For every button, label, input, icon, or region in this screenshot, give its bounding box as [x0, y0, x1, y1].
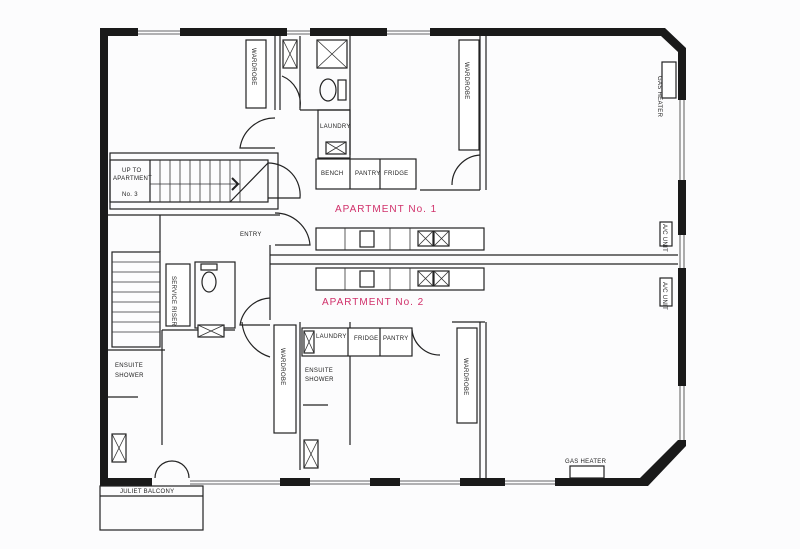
bench-label: BENCH — [321, 171, 344, 177]
ensuite-shower-label: SHOWER — [305, 377, 334, 383]
kitchen-counter-apt1 — [315, 227, 485, 251]
stair-note-line3: No. 3 — [122, 192, 138, 198]
doors — [239, 39, 481, 358]
apartment-1: WARDROBE LAUNDRY BENCH PANTRY FRIDGE WAR… — [240, 39, 677, 252]
stair-note-line1: UP TO — [122, 168, 142, 174]
pantry-label: PANTRY — [355, 171, 381, 177]
pantry-label: PANTRY — [383, 336, 409, 342]
apartment-1-label: APARTMENT No. 1 — [335, 204, 437, 215]
entry-label: ENTRY — [240, 232, 262, 238]
ensuite-shower-label: ENSUITE — [115, 363, 143, 369]
laundry-label: LAUNDRY — [320, 124, 351, 130]
fridge-label: FRIDGE — [354, 336, 378, 342]
toilet-icon — [319, 78, 337, 102]
wardrobe-label: WARDROBE — [463, 62, 469, 100]
gas-heater-label: GAS HEATER — [565, 459, 607, 465]
laundry-label: LAUNDRY — [316, 334, 347, 340]
ac-unit-label: A/C UNIT — [661, 224, 667, 252]
cooktop-icon — [359, 230, 375, 248]
apartment-2: APARTMENT No. 2 SERVICE RISER WARDROBE L… — [108, 261, 673, 479]
fridge-label: FRIDGE — [384, 171, 408, 177]
toilet-icon — [201, 271, 217, 293]
stair-note-line2: APARTMENT — [113, 176, 152, 182]
kitchen-counter-apt2 — [315, 267, 485, 291]
ensuite-shower-label: SHOWER — [115, 373, 144, 379]
wardrobe-right-apt1 — [458, 39, 480, 151]
service-riser-label: SERVICE RISER — [170, 276, 176, 327]
gas-heater-apt2 — [569, 465, 605, 479]
cooktop-icon — [359, 270, 375, 288]
wardrobe-left-apt2 — [273, 324, 297, 434]
kitchen-bench-apt2 — [301, 327, 413, 357]
wardrobe-label: WARDROBE — [462, 358, 468, 396]
juliet-balcony-label: JULIET BALCONY — [120, 489, 174, 495]
wardrobe-left-apt1 — [245, 39, 267, 109]
outer-walls — [100, 28, 686, 486]
gas-heater-label: GAS HEATER — [656, 76, 662, 118]
gas-heater-apt1 — [661, 61, 677, 99]
ac-unit-label: A/C UNIT — [661, 282, 667, 310]
juliet-balcony: JULIET BALCONY — [99, 460, 204, 531]
stairs-up: UP TO APARTMENT No. 3 — [109, 152, 279, 348]
apartment-2-label: APARTMENT No. 2 — [322, 297, 424, 308]
service-riser — [165, 263, 191, 327]
ensuite-shower-label: ENSUITE — [305, 368, 333, 374]
wardrobe-label: WARDROBE — [279, 348, 285, 386]
interior-walls — [108, 36, 678, 478]
arrow-icon — [231, 177, 240, 191]
kitchen-bench-apt1 — [315, 158, 417, 190]
wardrobe-label: WARDROBE — [250, 48, 256, 86]
wardrobe-right-apt2 — [456, 327, 478, 424]
